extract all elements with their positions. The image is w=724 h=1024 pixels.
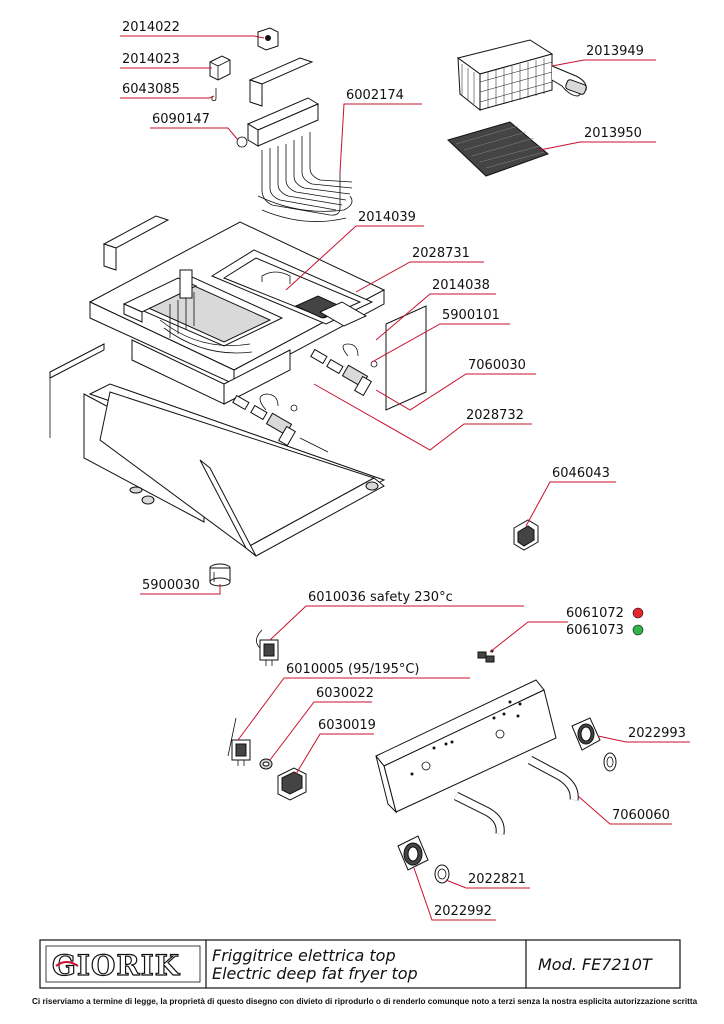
part-2022821-knob-drawing [434, 864, 450, 884]
label-6046043: 6046043 [552, 466, 610, 481]
label-2022993: 2022993 [628, 726, 686, 741]
part-7060060-pipe-drawing [453, 756, 579, 835]
part-6046043-relay-drawing [513, 519, 539, 551]
logo-swoosh-icon [55, 961, 79, 967]
legal-disclaimer: Ci riserviamo a termine di legge, la pro… [32, 997, 698, 1006]
label-6061072: 6061072 [566, 606, 624, 621]
top-angle-bracket-drawing [248, 57, 314, 107]
part-6002174-heating-element-drawing [246, 97, 353, 222]
label-2022821: 2022821 [468, 872, 526, 887]
label-6030022: 6030022 [316, 686, 374, 701]
title-block: GIORIK Friggitrice elettrica top Electri… [39, 939, 681, 989]
part-6030019-switch-drawing [277, 767, 307, 801]
part-6043085-drawing [211, 88, 217, 102]
green-indicator-dot [632, 624, 644, 636]
left-angle-bracket-drawing [102, 215, 170, 271]
part-6090147-ring-drawing [236, 136, 248, 148]
part-2014022-drawing [257, 27, 279, 51]
label-6002174: 6002174 [346, 88, 404, 103]
label-2014023: 2014023 [122, 52, 180, 67]
drain-valve-set-lower-drawing [232, 393, 329, 453]
label-6010005: 6010005 (95/195°C) [286, 662, 420, 677]
part-2013950-grid-drawing [447, 121, 549, 177]
label-2028731: 2028731 [412, 246, 470, 261]
title-english: Electric deep fat fryer top [212, 964, 418, 983]
label-5900030: 5900030 [142, 578, 200, 593]
part-labels: 2014022 2014023 6043085 6090147 6002174 … [122, 20, 686, 919]
part-2013949-basket-drawing [456, 39, 587, 112]
part-2014023-drawing [209, 55, 231, 81]
part-6010005-thermostat-drawing [227, 717, 251, 766]
label-5900101: 5900101 [442, 308, 500, 323]
logo-box [45, 945, 201, 983]
label-6090147: 6090147 [152, 112, 210, 127]
label-6061073: 6061073 [566, 623, 624, 638]
red-indicator-dot [632, 607, 644, 619]
part-2022993-bezel-drawing [571, 717, 617, 772]
label-7060060: 7060060 [612, 808, 670, 823]
label-6043085: 6043085 [122, 82, 180, 97]
control-panel-drawing [375, 679, 557, 814]
label-6030019: 6030019 [318, 718, 376, 733]
part-2022992-bezel-drawing [397, 835, 429, 871]
part-5900030-foot-drawing [209, 563, 231, 587]
part-6010036-safety-thermostat-drawing [256, 629, 279, 666]
label-2014038: 2014038 [432, 278, 490, 293]
title-italian: Friggitrice elettrica top [212, 946, 396, 965]
label-2028732: 2028732 [466, 408, 524, 423]
drain-valve-set-upper-drawing [310, 343, 378, 397]
label-6010036: 6010036 safety 230°c [308, 590, 453, 605]
leader-lines [120, 35, 690, 921]
label-2014039: 2014039 [358, 210, 416, 225]
model-number: Mod. FE7210T [538, 955, 653, 974]
label-7060030: 7060030 [468, 358, 526, 373]
label-2013950: 2013950 [584, 126, 642, 141]
part-6030022-drawing [259, 758, 273, 770]
fryer-main-body-drawing [49, 221, 427, 438]
indicator-lamps-drawing [477, 649, 495, 663]
label-2014022: 2014022 [122, 20, 180, 35]
label-2013949: 2013949 [586, 44, 644, 59]
label-2022992: 2022992 [434, 904, 492, 919]
fryer-base-frame-drawing [83, 383, 386, 557]
giorik-logo: GIORIK [52, 949, 181, 982]
